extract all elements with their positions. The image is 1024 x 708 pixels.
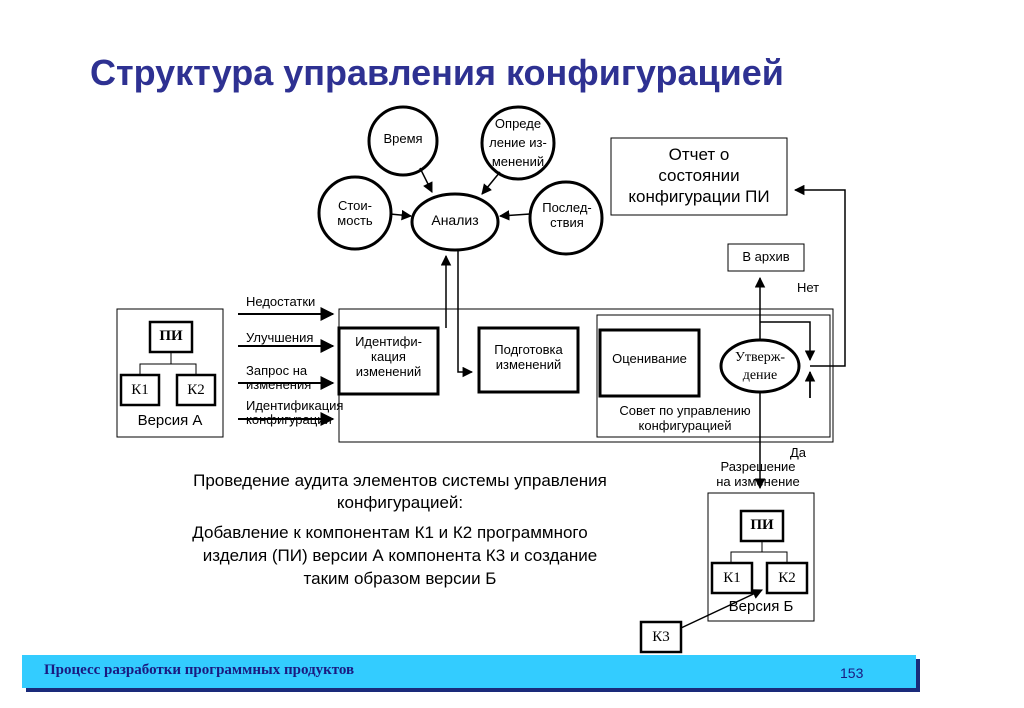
version-b-pi: ПИ xyxy=(750,517,774,533)
version-b-k1-box xyxy=(710,561,754,595)
version-a-k1: К1 xyxy=(131,382,149,398)
version-b-k2-box xyxy=(765,561,809,595)
k3-label: К3 xyxy=(652,629,670,645)
version-b-k2: К2 xyxy=(778,570,796,586)
improvements-label: Улучшения xyxy=(246,330,314,345)
report-box xyxy=(610,137,788,216)
version-a-label: Версия А xyxy=(137,412,203,429)
k3-box xyxy=(639,620,683,654)
cost-node xyxy=(317,175,393,251)
description-line-4: изделия (ПИ) версии А компонента К3 и со… xyxy=(202,546,598,565)
consequences-node xyxy=(528,180,604,256)
analysis-label: Анализ xyxy=(431,212,479,228)
description-line-1: Проведение аудита элементов системы упра… xyxy=(193,471,607,490)
yes-label: Да xyxy=(790,445,807,460)
definition-node xyxy=(480,105,556,181)
council-frame xyxy=(596,314,831,438)
version-b-label: Версия Б xyxy=(728,598,794,615)
version-b-k1: К1 xyxy=(723,570,741,586)
page-number: 153 xyxy=(840,665,864,681)
archive-box xyxy=(727,243,805,272)
identification-box xyxy=(337,326,440,396)
evaluation-box xyxy=(598,328,701,398)
version-a-pi: ПИ xyxy=(159,328,183,344)
description-line-3: Добавление к компонентам К1 и К2 програм… xyxy=(192,523,588,542)
defects-label: Недостатки xyxy=(246,294,316,309)
version-a-pi-box xyxy=(148,320,194,354)
evaluation-label: Оценивание xyxy=(612,351,687,366)
footer-title: Процесс разработки программных продуктов xyxy=(44,662,355,678)
consequences-label: Послед-ствия xyxy=(542,200,592,230)
analysis-node xyxy=(410,192,500,252)
description-line-5: таким образом версии Б xyxy=(303,569,497,588)
page-title: Структура управления конфигурацией xyxy=(90,52,784,93)
archive-label: В архив xyxy=(742,249,790,264)
time-node xyxy=(367,105,439,177)
no-label: Нет xyxy=(797,280,820,295)
time-label: Время xyxy=(383,131,423,146)
version-b-pi-box xyxy=(739,509,785,543)
preparation-box xyxy=(477,326,580,394)
version-a-k2: К2 xyxy=(187,382,205,398)
footer-bar xyxy=(22,655,916,688)
cost-label: Стои-мость xyxy=(337,198,373,228)
description-line-2: конфигурацией: xyxy=(336,493,464,512)
approval-label: Утверж-дение xyxy=(734,350,786,383)
